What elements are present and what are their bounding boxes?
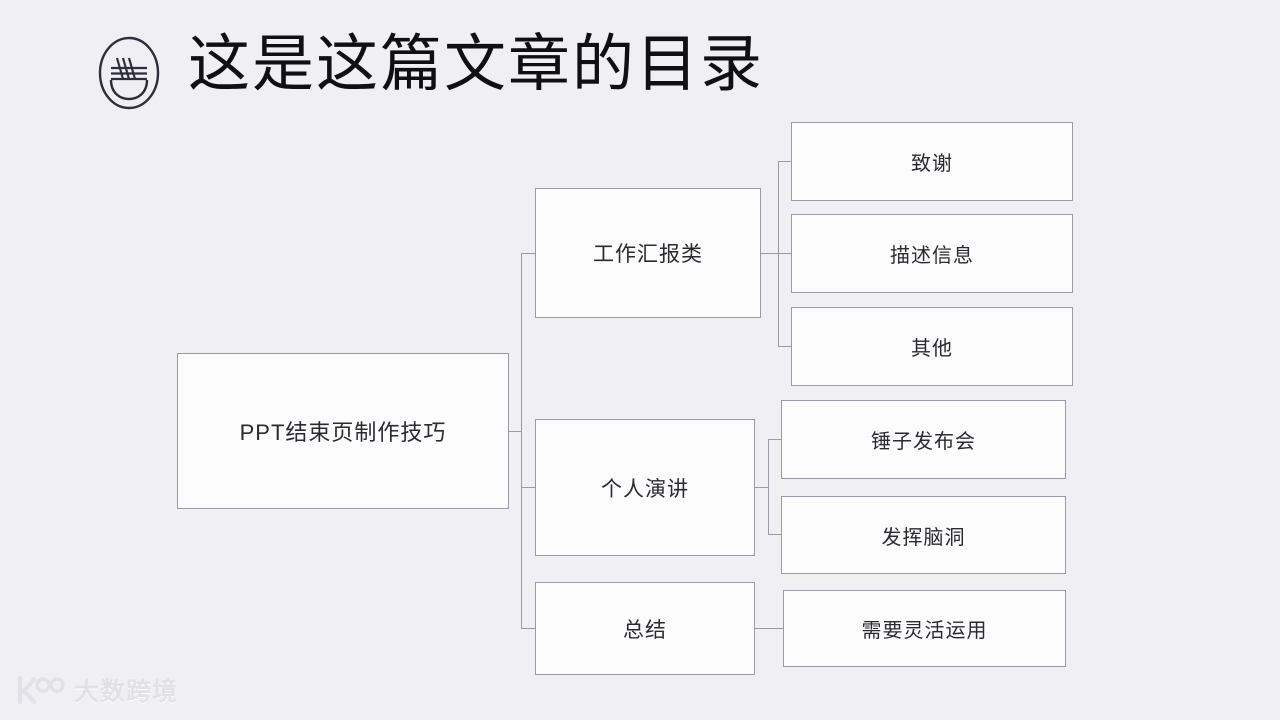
connector-leaf-1-1: [778, 161, 792, 162]
tree-leaf-node-2-1[interactable]: 锤子发布会: [781, 400, 1066, 479]
connector-root-stub: [509, 431, 522, 432]
watermark-text: 大数跨境: [74, 678, 179, 706]
tree-leaf-node-2-2[interactable]: 发挥脑洞: [781, 496, 1066, 574]
connector-branch-1: [521, 253, 536, 254]
tree-leaf-node-1-2[interactable]: 描述信息: [791, 214, 1073, 293]
connector-branch-3: [521, 628, 536, 629]
tree-branch-node-2[interactable]: 个人演讲: [535, 419, 755, 556]
tree-leaf-node-1-3[interactable]: 其他: [791, 307, 1073, 386]
tree-leaf-node-1-1[interactable]: 致谢: [791, 122, 1073, 201]
tree-branch-node-1[interactable]: 工作汇报类: [535, 188, 761, 318]
watermark: 大数跨境: [14, 670, 178, 710]
connector-leaf-2-1: [768, 439, 782, 440]
connector-branch-2-stub: [754, 487, 769, 488]
tree-leaf-node-3-1[interactable]: 需要灵活运用: [783, 590, 1066, 667]
connector-leaf-1-2: [778, 253, 792, 254]
connector-leaf-2-2: [768, 534, 782, 535]
connector-branch-2-trunk: [768, 439, 769, 535]
connector-branch-2: [521, 487, 536, 488]
connector-main-trunk: [521, 253, 522, 629]
noodle-bowl-circle-icon: [98, 36, 160, 110]
slide-header: 这是这篇文章的目录: [0, 0, 1280, 140]
connector-branch-3-stub: [754, 628, 783, 629]
k-dots-logo-icon: [14, 675, 66, 705]
page-title: 这是这篇文章的目录: [188, 31, 765, 99]
connector-branch-1-stub: [760, 253, 779, 254]
tree-branch-node-3[interactable]: 总结: [535, 582, 755, 675]
connector-leaf-1-3: [778, 346, 792, 347]
tree-root-node[interactable]: PPT结束页制作技巧: [177, 353, 509, 509]
